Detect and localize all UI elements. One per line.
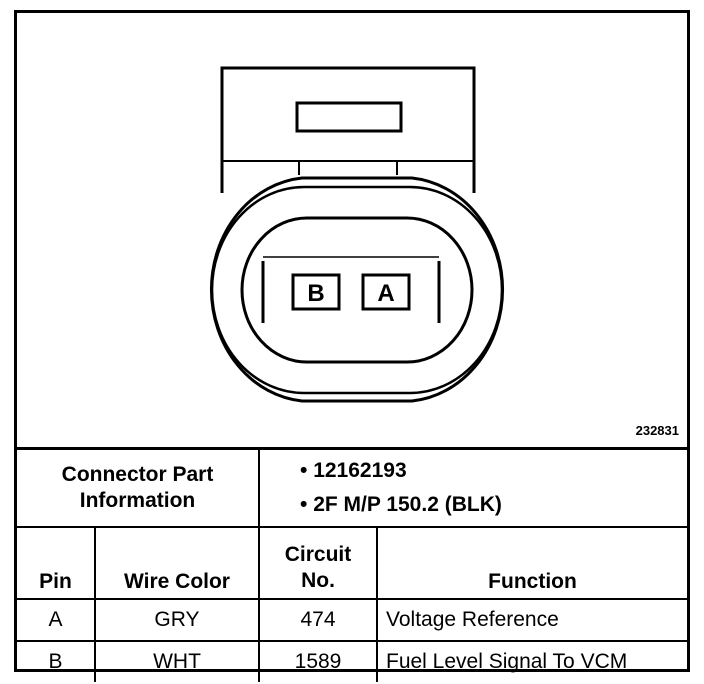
terminal-frame [261, 256, 441, 323]
cell-function: Fuel Level Signal To VCM [375, 640, 688, 682]
pin-a-label: A [377, 280, 394, 307]
table-row: A GRY 474 Voltage Reference [17, 598, 688, 642]
cell-pin: B [17, 640, 96, 682]
connector-table: Connector Part Information • 12162193 • … [17, 447, 688, 682]
cell-function: Voltage Reference [375, 598, 688, 642]
header-pin: Pin [17, 526, 96, 600]
pin-b-label: B [307, 280, 324, 307]
connector-drawing: B A [209, 66, 505, 403]
cell-pin: A [17, 598, 96, 642]
header-circuit: Circuit No. [258, 526, 378, 600]
connector-cavity [240, 216, 474, 364]
cell-wire-color: GRY [94, 598, 260, 642]
part-info-row: Connector Part Information • 12162193 • … [17, 447, 688, 528]
header-wire-color: Wire Color [94, 526, 260, 600]
part-description: • 2F M/P 150.2 (BLK) [300, 493, 502, 516]
figure-number: 232831 [635, 423, 679, 438]
part-info-label: Connector Part Information [17, 447, 260, 528]
cell-circuit: 474 [258, 598, 378, 642]
lock-tab [220, 66, 476, 193]
connector-shell-outer [209, 176, 505, 403]
table-header: Pin Wire Color Circuit No. Function [17, 526, 688, 600]
diagram-frame: B A 232831 Connector Part Information • … [14, 10, 690, 682]
part-number: • 12162193 [300, 459, 407, 482]
header-function: Function [375, 526, 688, 600]
connector-shell-mid [210, 185, 504, 395]
pin-a-box [361, 273, 411, 311]
part-info-values: • 12162193 • 2F M/P 150.2 (BLK) [257, 447, 688, 528]
pin-b-box [291, 273, 341, 311]
table-row: B WHT 1589 Fuel Level Signal To VCM [17, 640, 688, 682]
cell-circuit: 1589 [258, 640, 378, 682]
cell-wire-color: WHT [94, 640, 260, 682]
